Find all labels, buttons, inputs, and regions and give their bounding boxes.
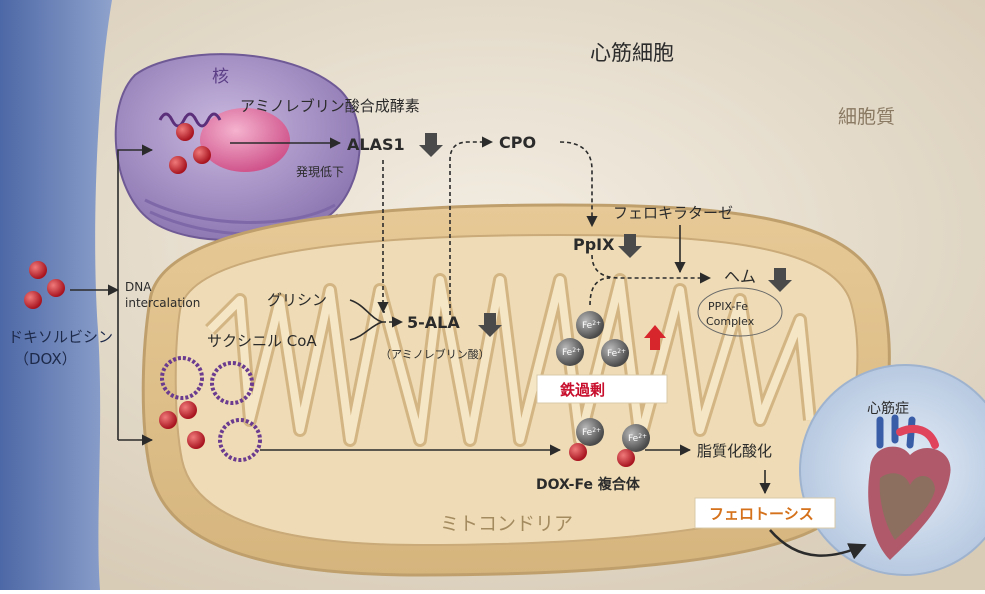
lipid-oxidation-label: 脂質化酸化 <box>697 442 772 460</box>
dox-molecule-icon <box>47 279 65 297</box>
down-arrow-icon <box>419 133 443 157</box>
dox-molecule-icon <box>29 261 47 279</box>
nucleus-label: 核 <box>212 67 229 87</box>
dox-molecules-mito <box>159 401 205 449</box>
iron-ion-icon <box>576 311 604 339</box>
dox-fe-complex-label: DOX-Fe 複合体 <box>536 476 641 493</box>
cardiomyocyte-label: 心筋細胞 <box>590 41 674 65</box>
dox-molecule-icon <box>176 123 194 141</box>
ferroptosis-label: フェロトーシス <box>709 505 814 523</box>
iron-ion-icon <box>601 339 629 367</box>
dna-icon <box>158 112 222 128</box>
heart-icon <box>868 414 951 560</box>
ferrochelatase-label: フェロキラターゼ <box>613 204 733 222</box>
ppix-fe-bracket <box>697 287 783 337</box>
doxorubicin-label: ドキソルビシン <box>8 328 113 346</box>
fe-label: Fe2+ <box>607 348 626 359</box>
up-arrow-icon <box>644 325 666 350</box>
cytoplasm-label: 細胞質 <box>838 106 895 128</box>
cardiomyopathy-label: 心筋症 <box>867 400 909 417</box>
cpo-label: CPO <box>499 133 536 152</box>
dox-fe-complex <box>569 418 650 467</box>
nucleus <box>114 53 361 242</box>
dox-molecule-icon <box>193 146 211 164</box>
pathway-arrows <box>70 136 867 560</box>
down-arrows <box>419 133 792 337</box>
alas1-label: ALAS1 <box>347 135 405 154</box>
succinyl-coa-label: サクシニル CoA <box>207 332 317 350</box>
dox-molecule-icon <box>179 401 197 419</box>
intercalation-label: intercalation <box>125 296 200 310</box>
iron-ion-icon <box>556 338 584 366</box>
ppix-fe-complex-label: Complex <box>706 315 755 328</box>
iron-overload-box <box>536 374 668 404</box>
expression-down-label: 発現低下 <box>296 165 344 179</box>
mitochondria-label: ミトコンドリア <box>440 513 573 535</box>
down-arrow-icon <box>768 268 792 292</box>
iron-ion-icon <box>622 424 650 452</box>
dox-molecule-icon <box>169 156 187 174</box>
dox-molecules-outside <box>24 261 65 309</box>
fe-label: Fe2+ <box>582 427 601 438</box>
five-ala-label: 5-ALA <box>407 313 460 332</box>
enzyme-label: アミノレブリン酸合成酵素 <box>240 97 420 115</box>
dox-molecules-nucleus <box>169 123 211 174</box>
ferroptosis-box <box>694 497 836 529</box>
fe-label: Fe2+ <box>562 347 581 358</box>
dna-label: DNA <box>125 280 152 294</box>
dox-molecule-icon <box>187 431 205 449</box>
dox-molecule-icon <box>569 443 587 461</box>
nucleolus <box>200 108 290 172</box>
heme-label: ヘム <box>724 267 756 286</box>
mitochondrial-dna <box>160 356 262 462</box>
dox-molecule-icon <box>159 411 177 429</box>
mitochondrion <box>141 203 891 577</box>
down-arrow-icon <box>478 313 502 337</box>
fe-label: Fe2+ <box>628 433 647 444</box>
ppix-fe-label: PPIX-Fe <box>708 300 748 313</box>
free-iron <box>556 311 629 367</box>
down-arrow-icon <box>618 234 642 258</box>
cardiomyopathy-panel <box>799 364 985 576</box>
dox-molecule-icon <box>24 291 42 309</box>
aminolevulinic-acid-label: （アミノレブリン酸） <box>380 347 490 361</box>
fe-label: Fe2+ <box>582 320 601 331</box>
dox-abbr-label: （DOX） <box>14 350 77 368</box>
iron-ion-icon <box>576 418 604 446</box>
dox-molecule-icon <box>617 449 635 467</box>
glycine-label: グリシン <box>267 291 327 309</box>
fe-labels: Fe2+ Fe2+ Fe2+ Fe2+ Fe2+ <box>562 320 647 444</box>
ppix-label: PpIX <box>573 235 615 254</box>
iron-overload-label: 鉄過剰 <box>560 381 605 399</box>
